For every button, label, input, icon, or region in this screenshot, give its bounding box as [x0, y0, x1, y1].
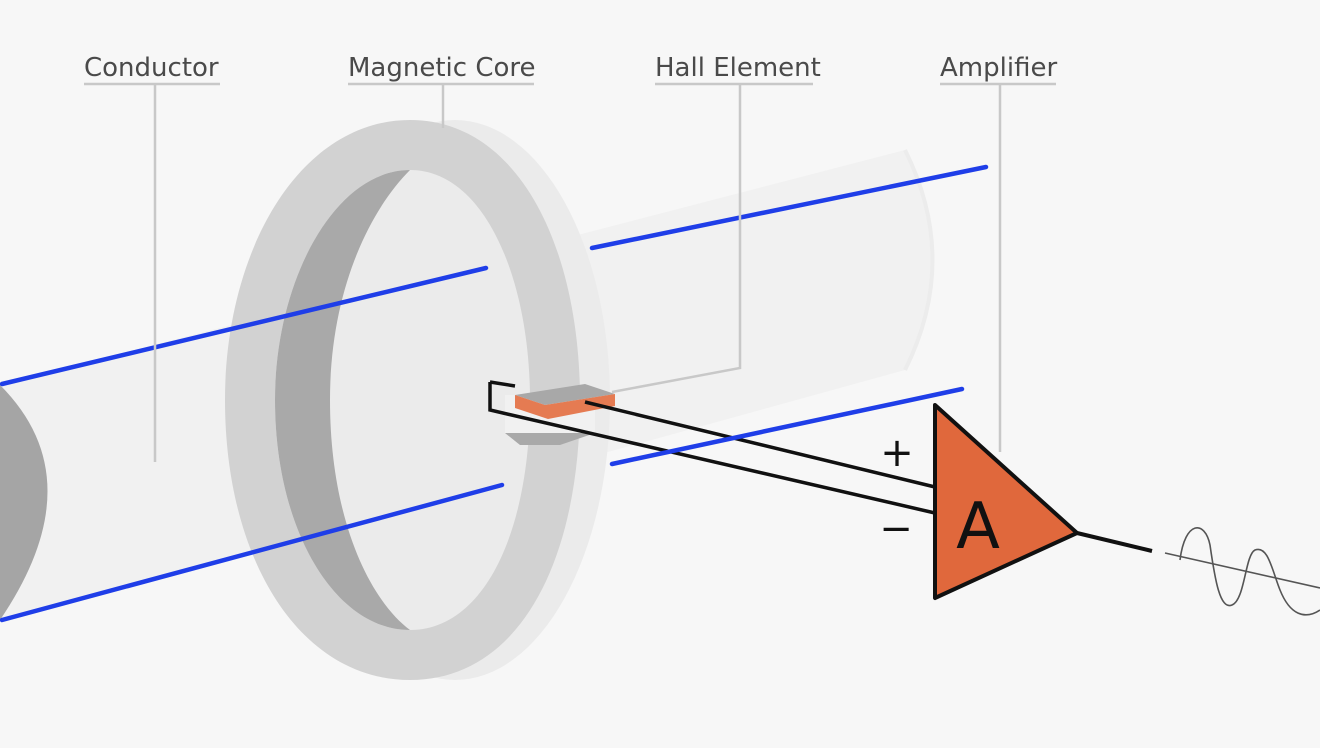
hall-element — [515, 384, 615, 419]
hall-element-top — [515, 384, 615, 405]
core-inner-depth — [275, 170, 410, 630]
waveform-sine — [1179, 527, 1320, 616]
amplifier-symbol: A — [956, 490, 1000, 564]
field-line-1 — [0, 265, 489, 387]
magnetic-core — [225, 120, 610, 680]
amplifier-output-wire — [1076, 531, 1153, 553]
amplifier-minus-sign: − — [879, 506, 913, 552]
leader-hall-element — [611, 84, 742, 394]
labels: Conductor Magnetic Core Hall Element Amp… — [84, 53, 1057, 83]
label-conductor: Conductor — [84, 53, 219, 83]
amplifier-triangle — [933, 403, 1079, 600]
leader-lines — [84, 82, 1056, 462]
signal-wires — [488, 380, 936, 515]
output-waveform — [1164, 527, 1320, 616]
conductor-near-end — [0, 385, 48, 620]
waveform-axis — [1164, 552, 1320, 589]
wire-negative — [488, 382, 936, 515]
label-hall-element: Hall Element — [655, 53, 821, 83]
core-gap-shadow — [505, 433, 595, 445]
field-line-3 — [0, 482, 505, 623]
label-amplifier: Amplifier — [940, 53, 1057, 83]
label-magnetic-core: Magnetic Core — [348, 53, 536, 83]
field-line-2 — [589, 164, 989, 251]
wire-loop-top — [489, 380, 516, 388]
hall-element-body — [515, 394, 615, 419]
wire-positive — [584, 400, 936, 489]
field-line-4 — [609, 386, 965, 467]
conductor-far-end — [903, 149, 935, 371]
field-lines — [0, 164, 989, 623]
amplifier: A + − — [879, 403, 1153, 600]
amplifier-plus-sign: + — [880, 430, 914, 476]
